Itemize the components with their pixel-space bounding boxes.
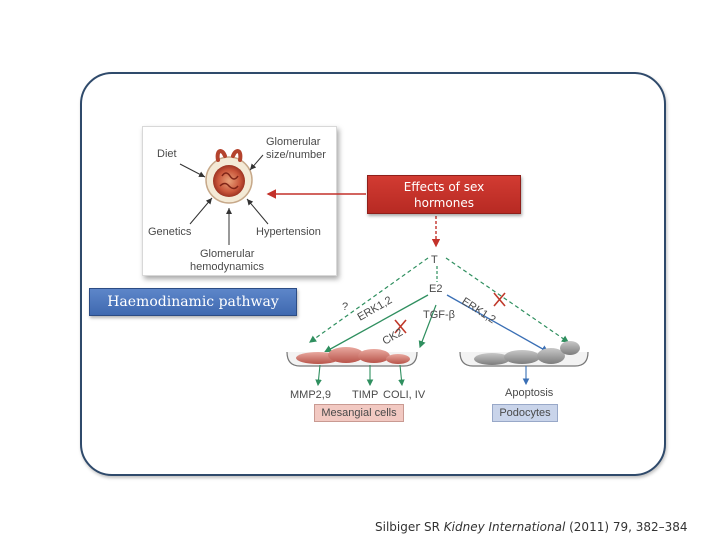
label-erk-right: ERK1,2 xyxy=(459,295,497,326)
mesangial-cells-label: Mesangial cells xyxy=(314,404,404,422)
label-tgf-beta: TGF-β xyxy=(423,309,455,321)
label-mmp: MMP2,9 xyxy=(290,389,331,401)
label-hypertension: Hypertension xyxy=(256,226,321,238)
inhibit-x-left xyxy=(394,319,407,334)
glomerulus-illustration xyxy=(205,149,253,204)
label-t: T xyxy=(431,254,438,266)
effects-line-1: Effects of sex xyxy=(403,180,485,194)
mmp-arrow xyxy=(315,364,322,387)
t-to-right-dashed xyxy=(445,257,569,343)
label-glomerular-size-2: size/number xyxy=(266,149,326,161)
inhibit-x-right xyxy=(493,292,506,307)
label-timp: TIMP xyxy=(352,389,378,401)
label-apoptosis: Apoptosis xyxy=(505,387,554,399)
diet-arrow xyxy=(179,163,206,178)
col-arrow xyxy=(398,364,405,387)
citation-rest: (2011) 79, 382–384 xyxy=(565,520,688,534)
label-genetics: Genetics xyxy=(148,226,192,238)
label-erk-left: ERK1,2 xyxy=(356,294,395,323)
t-to-left-dashed xyxy=(309,257,429,343)
podocytes-dish xyxy=(459,341,589,367)
label-diet: Diet xyxy=(157,148,177,160)
label-ck2: CK2 xyxy=(381,327,406,348)
label-glomerular-hemo-1: Glomerular xyxy=(200,248,255,260)
effects-of-sex-hormones-box: Effects of sex hormones xyxy=(367,175,521,214)
label-glomerular-size-1: Glomerular xyxy=(266,136,321,148)
podocytes-label: Podocytes xyxy=(492,404,558,422)
citation-journal: Kidney International xyxy=(443,520,566,534)
tgf-arrow xyxy=(418,304,437,349)
mesangial-dish xyxy=(286,347,418,367)
size-arrow xyxy=(249,154,264,171)
genetics-arrow xyxy=(189,197,213,225)
hypertension-arrow xyxy=(246,198,269,225)
label-glomerular-hemo-2: hemodynamics xyxy=(190,261,264,273)
haemodinamic-pathway-box: Haemodinamic pathway xyxy=(89,288,297,316)
label-col: COLI, IV xyxy=(383,389,426,401)
e2-to-podocytes-arrow xyxy=(446,294,550,353)
label-question: ? xyxy=(342,301,348,313)
label-e2: E2 xyxy=(429,283,442,295)
e2-to-mesangial-arrow xyxy=(323,294,429,353)
citation-authors: Silbiger SR xyxy=(375,520,444,534)
effects-line-2: hormones xyxy=(414,196,474,210)
citation: Silbiger SR Kidney International (2011) … xyxy=(375,520,688,534)
